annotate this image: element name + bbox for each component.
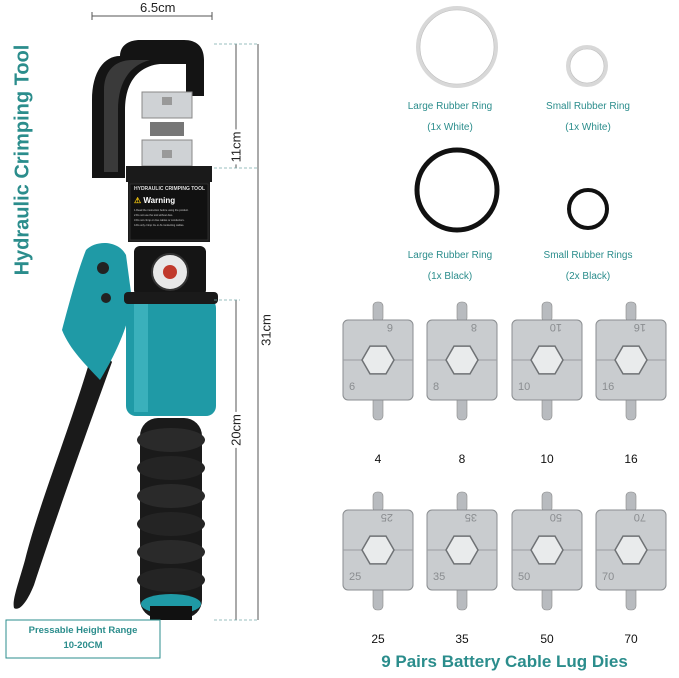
die-stamp: 8 [471,321,477,333]
die-pin [625,301,637,323]
die-hex-cavity [361,345,395,375]
lug-die: 35 35 [426,491,498,611]
die-stamp: 10 [518,381,530,393]
small-black-ring-icon [567,188,609,230]
width-dimension-label: 6.5cm [140,0,176,15]
die-hex-cavity [614,345,648,375]
ring-name: Small Rubber Rings [543,250,633,261]
crimping-tool-illustration [5,12,259,659]
die-stamp: 50 [550,511,562,523]
die-size-label: 25 [371,632,385,646]
warning-line: 3.Do not crimp on live cables or conduct… [134,219,185,222]
die-hex-cavity [361,535,395,565]
die-hex-cavity [614,535,648,565]
die-pin [625,491,637,513]
die-pin [372,491,384,513]
ring-qty: (2x Black) [565,271,611,282]
die-stamp: 6 [349,381,355,393]
die-pin [456,301,468,323]
die-hex-cavity [445,345,479,375]
dies-caption: 9 Pairs Battery Cable Lug Dies [381,652,628,671]
lug-die: 66 [342,301,414,421]
die-stamp: 16 [634,321,646,333]
warning-lines: 1.Read the instruction before using the … [134,208,210,228]
die-stamp: 25 [381,511,393,523]
lever-handle-black [13,340,113,609]
die-stamp: 35 [433,571,445,583]
die-stamp: 70 [634,511,646,523]
ring-label-large-black: Large Rubber Ring (1x Black) [390,245,510,287]
large-white-ring-icon [416,6,498,88]
lug-die: 70 70 [595,491,667,611]
die-stamp: 16 [602,381,614,393]
pressable-range-title: Pressable Height Range [28,625,138,636]
lever-handle-teal [62,243,132,380]
pressable-range-value: 10-20CM [63,640,103,651]
small-white-ring-icon [566,45,608,87]
hydraulic-cylinder [126,298,216,416]
die-stamp: 50 [518,571,530,583]
die-size-label: 4 [374,452,382,466]
die-stamp: 35 [465,511,477,523]
die-stamp: 25 [349,571,361,583]
ring-label-small-white: Small Rubber Ring (1x White) [528,96,648,138]
die-size-label: 16 [624,452,638,466]
pressable-range-box [5,619,161,659]
lug-die: 25 25 [342,491,414,611]
die-size-label: 50 [540,632,554,646]
ring-qty: (1x White) [565,122,611,133]
die-pin [541,491,553,513]
lug-die: 10 10 [511,301,583,421]
warning-line: 2.Do not use the tool without dies. [134,214,174,217]
die-stamp: 8 [433,381,439,393]
rubber-rings [414,6,609,233]
ring-qty: (1x White) [427,122,473,133]
handle-length-label: 20cm [228,412,244,448]
ring-label-small-black: Small Rubber Rings (2x Black) [528,245,648,287]
die-stamp: 10 [550,321,562,333]
large-black-ring-icon [414,147,500,233]
die-size-label: 10 [540,452,554,466]
warning-line: 4.Do only crimp Cu or Al conducting cabl… [134,224,185,227]
die-hex-cavity [530,345,564,375]
warning-line: 1.Read the instruction before using the … [134,209,189,212]
die-hex-cavity [445,535,479,565]
head-height-label: 11cm [228,129,244,165]
total-length-label: 31cm [258,312,274,348]
die-pin [541,301,553,323]
warning-text: Warning [143,196,176,205]
ring-qty: (1x Black) [427,271,473,282]
ring-name: Large Rubber Ring [407,101,493,112]
die-size-label: 8 [458,452,466,466]
die-stamp: 6 [387,321,393,333]
lug-die: 88 [426,301,498,421]
die-size-label: 35 [455,632,469,646]
grip-handle [137,418,205,620]
die-stamp: 70 [602,571,614,583]
die-size-label: 70 [624,632,638,646]
tool-brand-label: HYDRAULIC CRIMPING TOOL [134,186,206,192]
die-pin [372,301,384,323]
lug-die: 50 50 [511,491,583,611]
ring-name: Small Rubber Ring [546,101,630,112]
warning-icon: ⚠ [134,196,142,205]
die-hex-cavity [530,535,564,565]
die-pin [456,491,468,513]
ring-label-large-white: Large Rubber Ring (1x White) [390,96,510,138]
warning-heading: ⚠ Warning [134,196,210,205]
ring-name: Large Rubber Ring [407,250,493,261]
